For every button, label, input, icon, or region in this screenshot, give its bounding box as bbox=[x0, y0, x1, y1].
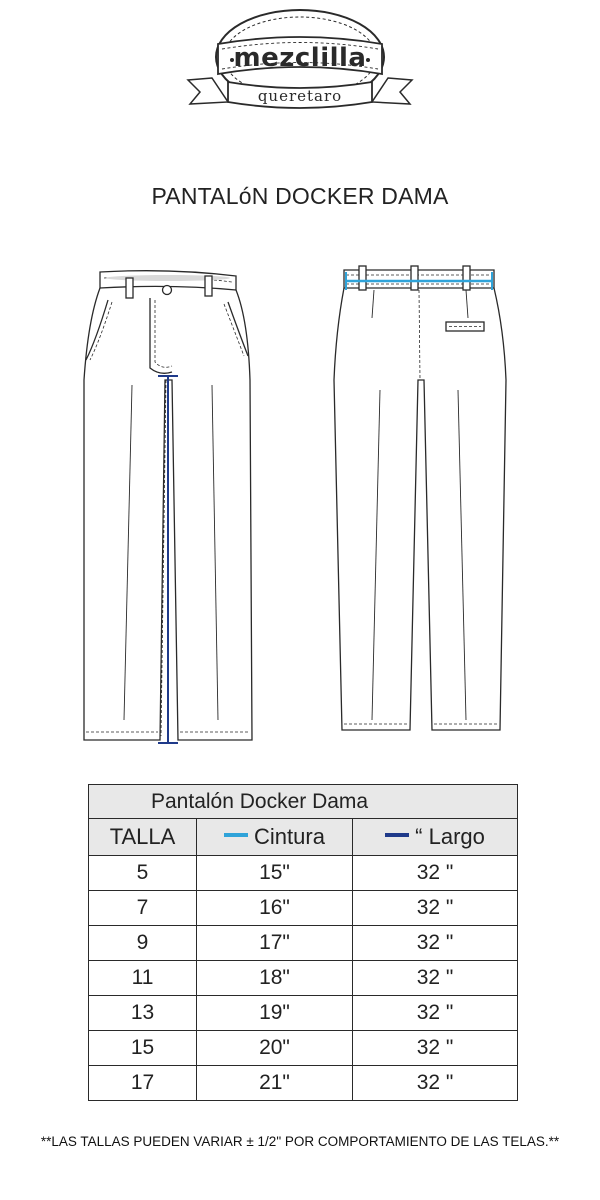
cell-largo: 32 " bbox=[351, 995, 519, 1031]
header-largo: “ Largo bbox=[351, 818, 519, 856]
table-caption-row: Pantalón Docker Dama bbox=[87, 784, 519, 819]
brand-logo: mezclilla queretaro bbox=[186, 9, 414, 109]
cell-largo: 32 " bbox=[351, 1065, 519, 1101]
size-chart-table: Pantalón Docker Dama TALLA Cintura “ Lar… bbox=[87, 784, 519, 1101]
cintura-color-swatch bbox=[224, 833, 249, 837]
cell-cintura: 15" bbox=[196, 855, 353, 891]
table-header-row: TALLA Cintura “ Largo bbox=[88, 818, 519, 856]
cell-talla: 13 bbox=[88, 995, 197, 1031]
cell-cintura: 18" bbox=[196, 960, 353, 996]
sizing-note: **LAS TALLAS PUEDEN VARIAR ± 1/2" POR CO… bbox=[40, 1134, 560, 1149]
cell-talla: 7 bbox=[88, 890, 197, 926]
largo-measure-line bbox=[158, 375, 178, 744]
cell-cintura: 17" bbox=[196, 925, 353, 961]
table-caption: Pantalón Docker Dama bbox=[87, 784, 519, 819]
header-talla: TALLA bbox=[88, 818, 197, 856]
pants-back-view bbox=[333, 265, 507, 731]
cell-talla: 15 bbox=[88, 1030, 197, 1066]
cell-largo: 32 " bbox=[351, 1030, 519, 1066]
logo-city: queretaro bbox=[258, 87, 342, 105]
cell-cintura: 21" bbox=[196, 1065, 353, 1101]
cell-talla: 17 bbox=[88, 1065, 197, 1101]
header-cintura-label: Cintura bbox=[254, 824, 325, 849]
header-cintura: Cintura bbox=[196, 818, 353, 856]
cell-cintura: 20" bbox=[196, 1030, 353, 1066]
cell-largo: 32 " bbox=[351, 890, 519, 926]
cell-talla: 5 bbox=[88, 855, 197, 891]
cell-cintura: 19" bbox=[196, 995, 353, 1031]
header-talla-label: TALLA bbox=[109, 824, 176, 849]
cell-talla: 9 bbox=[88, 925, 197, 961]
largo-color-swatch bbox=[385, 833, 410, 837]
cell-largo: 32 " bbox=[351, 855, 519, 891]
cell-largo: 32 " bbox=[351, 925, 519, 961]
pants-technical-drawing bbox=[83, 265, 507, 744]
cintura-measure-line bbox=[345, 272, 493, 290]
page-title: PANTALóN DOCKER DAMA bbox=[151, 183, 449, 209]
header-largo-label: “ Largo bbox=[415, 824, 485, 849]
logo-name: mezclilla bbox=[234, 43, 367, 73]
cell-talla: 11 bbox=[88, 960, 197, 996]
cell-largo: 32 " bbox=[351, 960, 519, 996]
cell-cintura: 16" bbox=[196, 890, 353, 926]
